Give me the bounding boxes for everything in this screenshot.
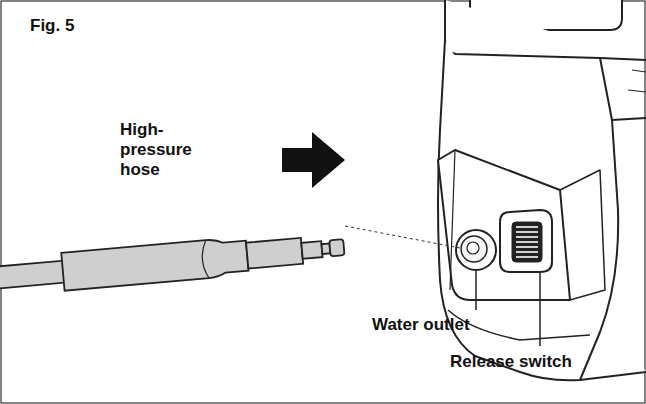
grip-rib — [516, 246, 538, 248]
part-name: Water outlet — [372, 315, 552, 335]
grip-rib — [516, 241, 538, 243]
figure-number: Fig. 5 — [30, 16, 150, 36]
leader-line — [475, 271, 477, 310]
part-name: Release switch — [450, 352, 640, 372]
part-name: High- pressure hose — [120, 120, 210, 180]
grip-rib — [516, 251, 538, 253]
leader-line — [539, 273, 541, 346]
high-pressure-hose — [0, 228, 345, 297]
grip-rib — [516, 226, 538, 228]
grip-rib — [516, 256, 538, 258]
grip-rib — [516, 236, 538, 238]
alignment-line — [345, 226, 460, 248]
insert-arrow — [282, 132, 345, 188]
release-switch — [500, 210, 552, 272]
water-outlet — [456, 230, 496, 270]
grip-rib — [516, 231, 538, 233]
